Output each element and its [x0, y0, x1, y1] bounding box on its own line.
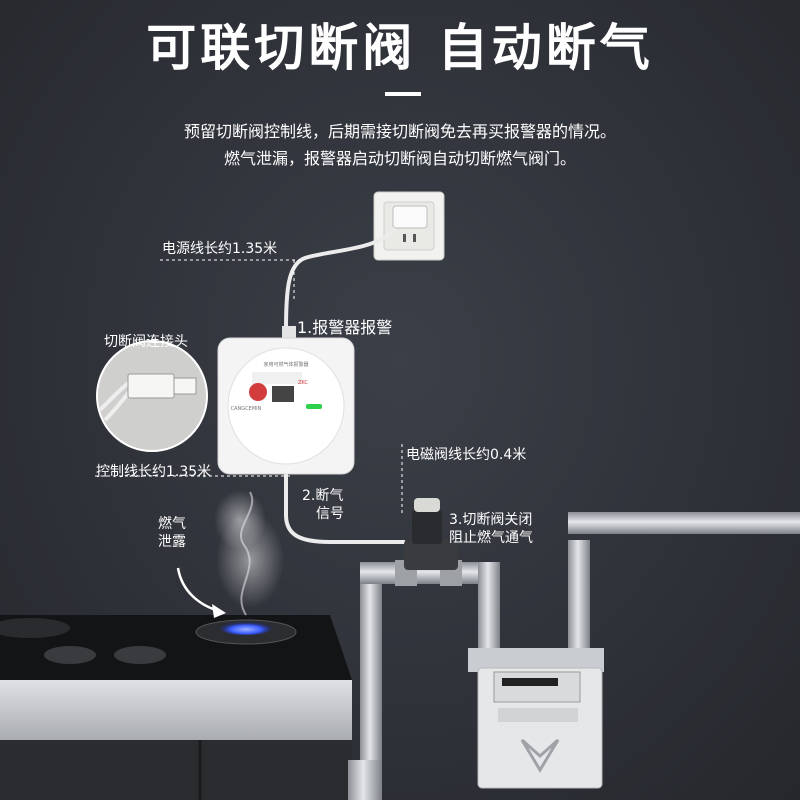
connector-label: 切断阀连接头	[104, 334, 188, 350]
device-brand: CANGCEMIN	[231, 406, 262, 412]
description-line-2: 燃气泄漏，报警器启动切断阀自动切断燃气阀门。	[223, 149, 576, 168]
description-line-1: 预留切断阀控制线，后期需接切断阀免去再买报警器的情况。	[183, 122, 616, 141]
device-tag: ZKC	[298, 380, 308, 386]
title-underline	[385, 92, 421, 96]
device-header-text: 家用可燃气体报警器	[263, 361, 308, 368]
connector-photo	[96, 340, 208, 452]
cutoff-step-label-2: 信号	[316, 506, 344, 522]
power-cable-label: 电源线长约1.35米	[162, 241, 278, 257]
power-socket	[373, 191, 445, 261]
burner-flame	[220, 621, 272, 635]
certification-logo	[249, 383, 267, 401]
power-cable	[284, 226, 397, 331]
gas-meter	[468, 648, 604, 789]
leak-label-2: 泄露	[158, 534, 186, 550]
leak-label-1: 燃气	[158, 516, 186, 532]
qr-code	[272, 386, 294, 402]
alarm-step-label: 1.报警器报警	[297, 318, 393, 337]
control-cable-label: 控制线长约1.35米	[96, 464, 212, 480]
leak-arrowhead	[212, 604, 226, 618]
gas-alarm-device	[217, 326, 355, 475]
control-cable	[284, 474, 405, 544]
valve-step-label-1: 3.切断阀关闭	[449, 512, 533, 528]
cutoff-step-label-1: 2.断气	[302, 488, 344, 504]
status-led	[306, 404, 322, 409]
page-title: 可联切断阀 自动断气	[146, 19, 654, 77]
gas-stove	[0, 615, 352, 800]
valve-step-label-2: 阻止燃气通气	[449, 530, 533, 546]
leak-arrow	[176, 567, 223, 614]
gas-leak-smoke	[214, 490, 284, 616]
gas-pipes	[348, 512, 800, 800]
solenoid-valve	[404, 498, 458, 570]
valve-cable-label: 电磁阀线长约0.4米	[406, 447, 527, 463]
